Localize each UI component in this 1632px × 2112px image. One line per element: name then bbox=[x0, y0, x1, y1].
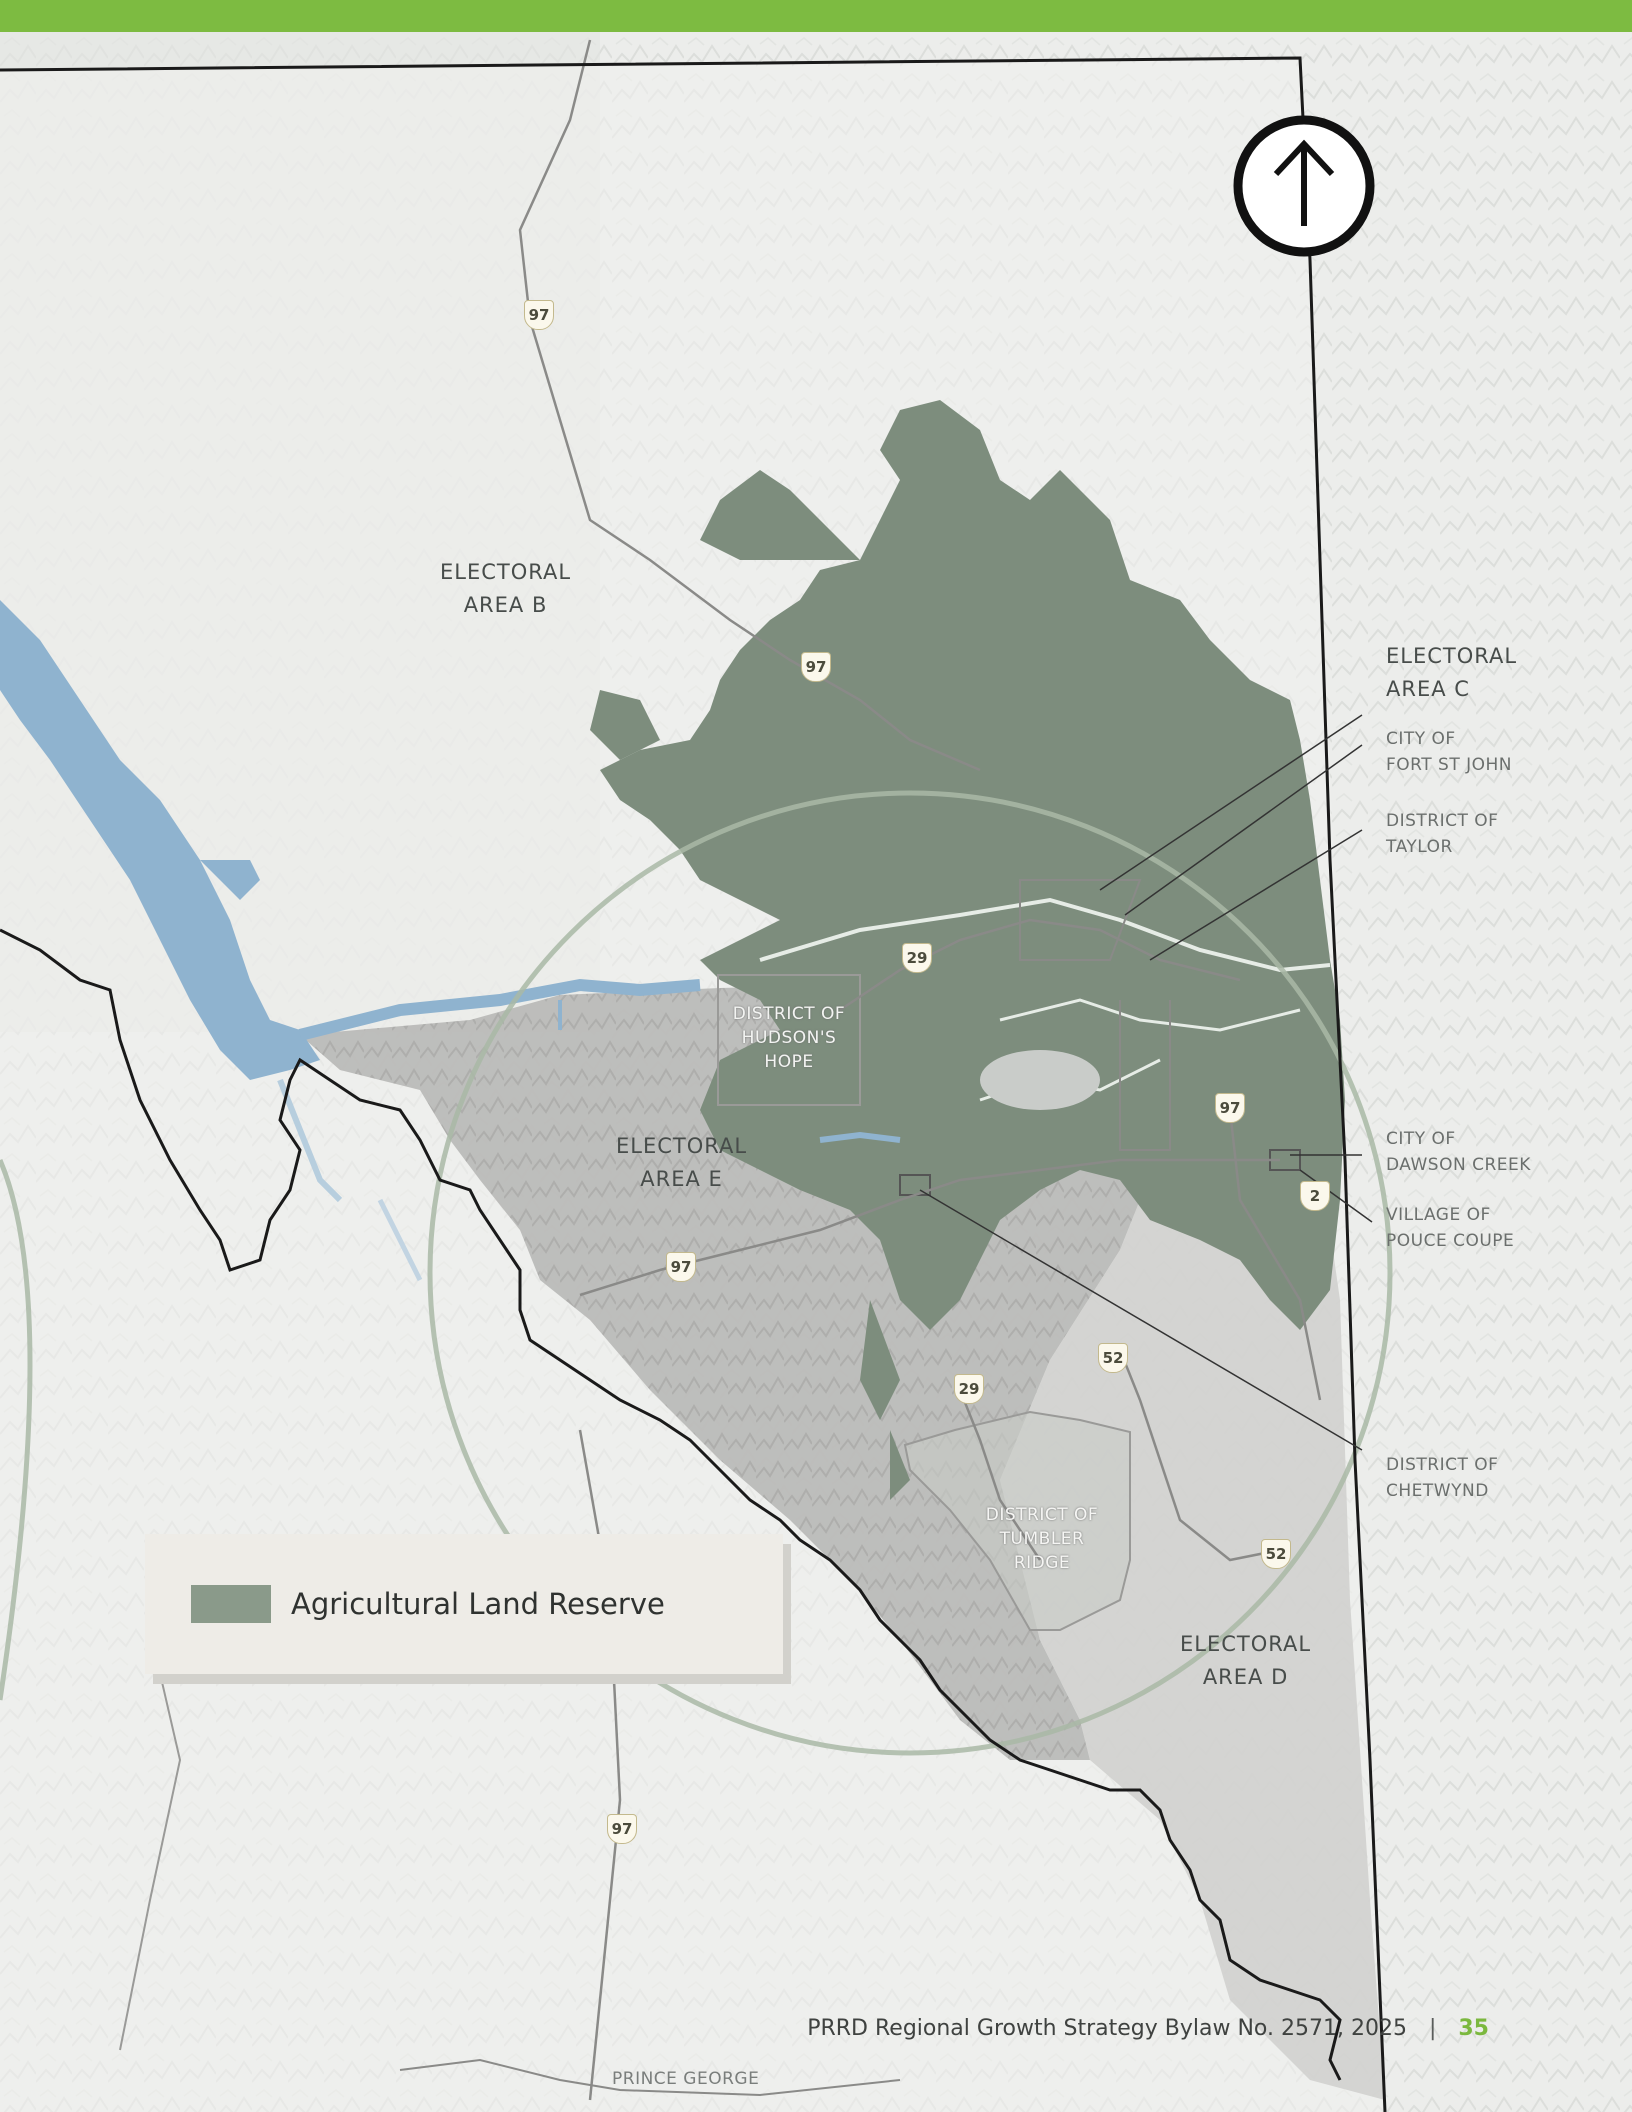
label-hudsons-hope: DISTRICT OF HUDSON'S HOPE bbox=[732, 1004, 846, 1072]
map-legend: Agricultural Land Reserve bbox=[145, 1534, 783, 1674]
north-arrow-icon bbox=[1233, 115, 1375, 257]
accent-top-bar bbox=[0, 0, 1632, 32]
label-tumbler-ridge: DISTRICT OF TUMBLER RIDGE bbox=[985, 1505, 1099, 1573]
highway-shield: 2 bbox=[1300, 1181, 1330, 1211]
highway-shield: 97 bbox=[666, 1252, 696, 1282]
tumbler-ridge-boundary bbox=[903, 1410, 1131, 1631]
label-dawson-creek: CITY OF DAWSON CREEK bbox=[1386, 1129, 1531, 1176]
peace-river bbox=[298, 978, 701, 1041]
highway-97-north bbox=[518, 39, 981, 772]
influence-circle bbox=[427, 790, 1393, 1756]
highway-29 bbox=[839, 918, 1241, 1012]
label-electoral-area-d: ELECTORAL AREA D bbox=[1180, 1632, 1312, 1689]
page-footer: PRRD Regional Growth Strategy Bylaw No. … bbox=[807, 2016, 1489, 2041]
highway-shield: 29 bbox=[954, 1374, 984, 1404]
highway-shield: 52 bbox=[1261, 1539, 1291, 1569]
highway-shield: 52 bbox=[1098, 1343, 1128, 1373]
footer-title: PRRD Regional Growth Strategy Bylaw No. … bbox=[807, 2016, 1407, 2041]
highway-97-south bbox=[579, 1158, 1280, 1297]
alr-fill bbox=[600, 400, 1345, 1330]
legend-swatch-alr bbox=[191, 1585, 271, 1623]
label-pouce-coupe: VILLAGE OF POUCE COUPE bbox=[1386, 1205, 1515, 1252]
label-electoral-area-e: ELECTORAL AREA E bbox=[616, 1134, 748, 1191]
lake bbox=[0, 600, 320, 1080]
page-number: 35 bbox=[1458, 2016, 1489, 2041]
highway-shield: 97 bbox=[607, 1814, 637, 1844]
highway-shield: 29 bbox=[902, 943, 932, 973]
southwest-boundary bbox=[0, 928, 1342, 2081]
label-electoral-area-c: ELECTORAL AREA C bbox=[1386, 644, 1518, 701]
label-taylor: DISTRICT OF TAYLOR bbox=[1386, 811, 1499, 858]
highway-shield: 97 bbox=[1215, 1093, 1245, 1123]
label-electoral-area-b: ELECTORAL AREA B bbox=[440, 560, 572, 617]
footer-separator: | bbox=[1428, 2016, 1437, 2041]
hudsons-hope-boundary bbox=[717, 974, 861, 1106]
label-chetwynd: DISTRICT OF CHETWYND bbox=[1386, 1455, 1499, 1502]
label-fort-st-john: CITY OF FORT ST JOHN bbox=[1386, 729, 1512, 776]
highway-shield: 97 bbox=[801, 652, 831, 682]
legend-label-alr: Agricultural Land Reserve bbox=[291, 1587, 665, 1621]
label-prince-george: PRINCE GEORGE bbox=[612, 2069, 760, 2089]
highway-shield: 97 bbox=[524, 300, 554, 330]
